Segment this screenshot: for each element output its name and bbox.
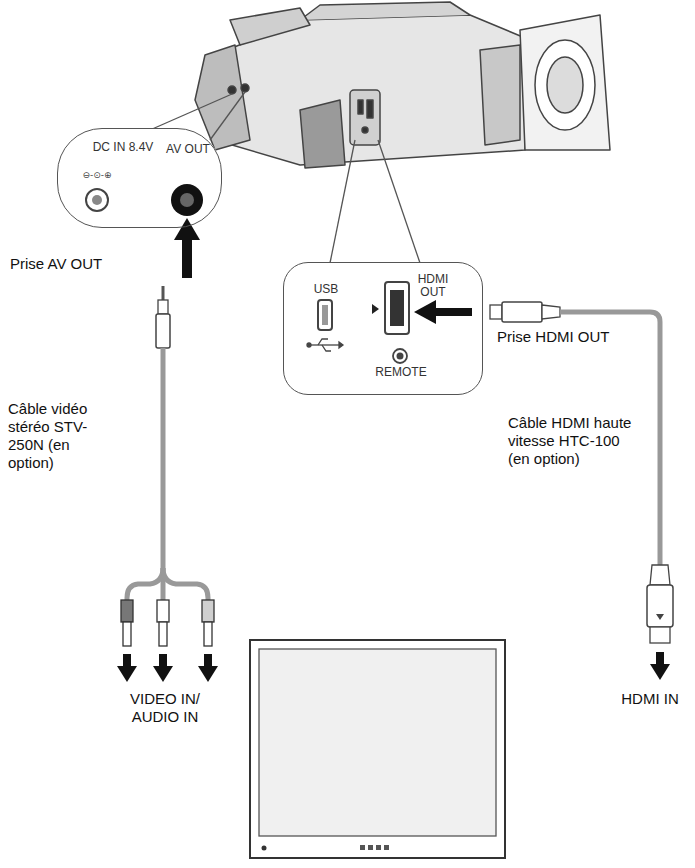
port-name: HDMI OUT: [411, 273, 455, 299]
usb-symbol: [307, 339, 343, 351]
inset-ground: [57, 128, 222, 228]
callout-label: Prise HDMI OUT: [497, 328, 657, 346]
av-cable: [121, 286, 214, 646]
callout-label: Câble vidéo stéréo STV-250N (en option): [8, 400, 100, 472]
connector-inset: USB HDMI OUT REMOTE: [283, 262, 483, 395]
port-name: USB: [301, 283, 351, 296]
connector-inset: DC IN 8.4VAV OUT: [57, 128, 222, 228]
port-name: AV OUT: [163, 143, 213, 156]
port-name: REMOTE: [361, 366, 441, 379]
callout-label: VIDEO IN/ AUDIO IN: [115, 690, 215, 726]
camcorder: [195, 2, 610, 168]
callout-label: HDMI IN: [610, 690, 690, 708]
insertion-arrow: [174, 218, 200, 278]
callout-label: Câble HDMI haute vitesse HTC-100 (en opt…: [508, 414, 643, 468]
television: [250, 640, 505, 858]
callout-label: Prise AV OUT: [10, 255, 150, 273]
hdmi-cable: [414, 300, 673, 643]
port-name: DC IN 8.4V: [83, 141, 163, 154]
inset-ground: [283, 262, 483, 395]
jacks: ⊖-⊙-⊕: [82, 170, 203, 216]
polarity-symbol: ⊖-⊙-⊕: [82, 170, 111, 180]
